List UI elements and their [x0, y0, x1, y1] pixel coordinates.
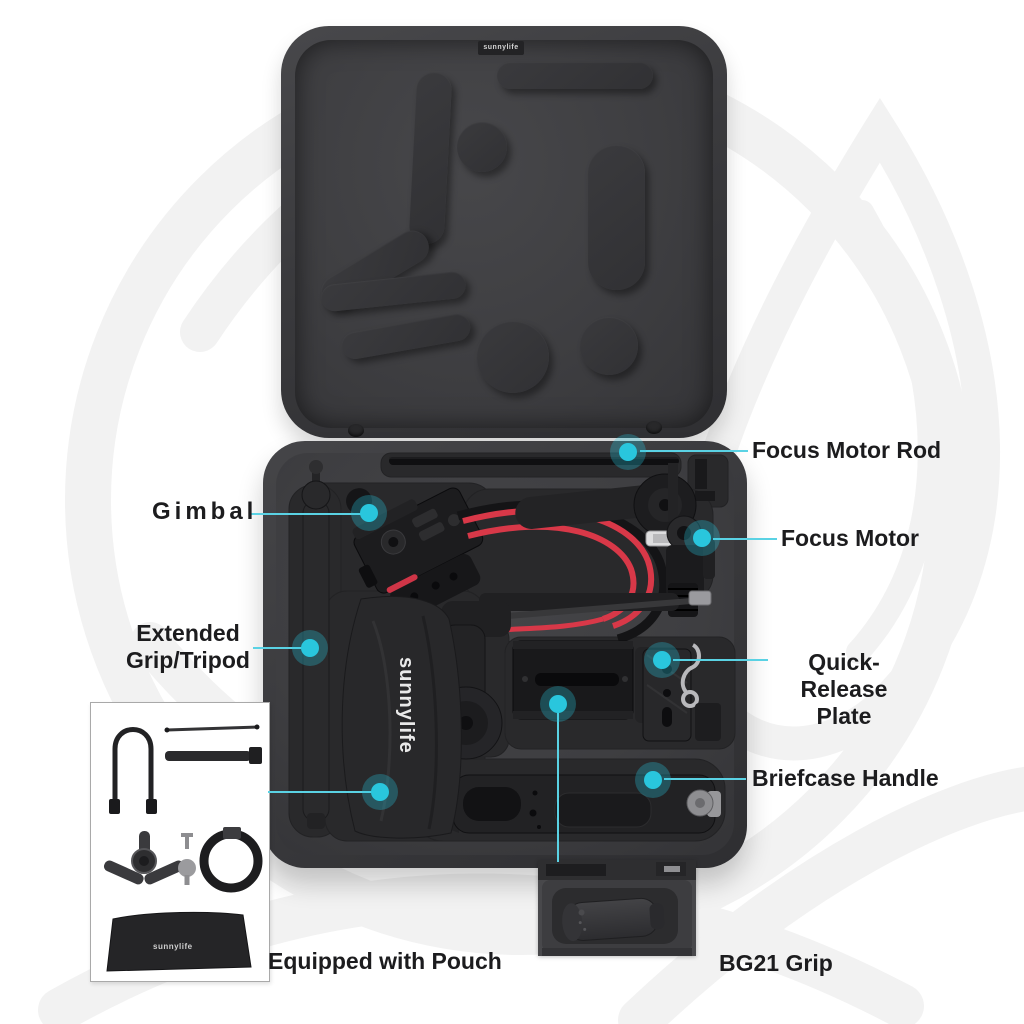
pouch-brand-label: sunnylife [395, 657, 417, 754]
callout-dot-pouch [362, 774, 398, 810]
leader-line-extended-grip [253, 647, 302, 649]
callout-dot-quick-release-plate [644, 642, 680, 678]
accessory-items: sunnylife [103, 724, 263, 972]
mini-tripod-item [103, 831, 185, 885]
rod-item [164, 724, 260, 733]
case-contents: sunnylife [276, 452, 736, 855]
zipper-pull-right [646, 421, 662, 434]
extension-arm-item [479, 590, 712, 620]
label-extended-grip: Extended Grip/Tripod [88, 620, 288, 674]
label-focus-motor: Focus Motor [781, 525, 919, 551]
bg21-grip-item [562, 897, 665, 942]
lid-insert-right-rect [588, 145, 645, 290]
label-extended-grip-line2: Grip/Tripod [126, 647, 250, 673]
label-gimbal: Gimbal [152, 498, 258, 525]
label-extended-grip-line1: Extended [136, 620, 240, 646]
leader-line-focus-motor [713, 538, 777, 540]
lid-insert-top-capsule [497, 62, 653, 89]
case-brand-label: sunnylife [478, 41, 524, 55]
briefcase-handle-item [431, 774, 721, 834]
case-lid: sunnylife [281, 26, 727, 438]
label-equipped-with-pouch: Equipped with Pouch [268, 948, 502, 974]
leader-line-focus-motor-rod [640, 450, 748, 452]
leader-line-briefcase-handle [664, 778, 746, 780]
label-quick-release-line1: Quick-Release [800, 649, 888, 702]
strap-item [165, 747, 262, 764]
callout-dot-extended-grip [292, 630, 328, 666]
extended-grip-item [301, 460, 331, 829]
focus-motor-rod-item [389, 457, 715, 501]
leader-line-bg21-grip [557, 712, 559, 862]
callout-dot-briefcase-handle [635, 762, 671, 798]
cable-ring-item [199, 827, 263, 893]
lid-insert-bottom-right-circle [580, 317, 638, 375]
leader-line-gimbal [250, 513, 362, 515]
label-quick-release-plate: Quick-Release Plate [765, 649, 923, 730]
box-pouch-brand-label: sunnylife [153, 942, 193, 951]
zipper-pull-left [348, 424, 364, 437]
box-pouch-item: sunnylife [106, 911, 252, 972]
callout-dot-focus-motor-rod [610, 434, 646, 470]
label-focus-motor-rod: Focus Motor Rod [752, 437, 942, 463]
bg21-inset-photo [538, 860, 696, 956]
label-quick-release-line2: Plate [816, 703, 872, 729]
callout-dot-focus-motor [684, 520, 720, 556]
callout-dot-gimbal [351, 495, 387, 531]
leader-line-quick-release-plate [673, 659, 768, 661]
case-pouch-item: sunnylife [341, 596, 462, 839]
accessory-box: sunnylife [90, 702, 270, 982]
label-briefcase-handle: Briefcase Handle [752, 765, 939, 791]
screw-tools-item [178, 833, 196, 885]
leader-line-pouch [268, 791, 372, 793]
quick-release-plate-item [642, 643, 721, 742]
label-bg21-grip: BG21 Grip [719, 950, 833, 976]
callout-dot-bg21-grip [540, 686, 576, 722]
lid-insert-bottom-circle [477, 321, 549, 393]
usb-cable-item [109, 727, 157, 814]
lid-insert-small-circle [457, 122, 507, 172]
